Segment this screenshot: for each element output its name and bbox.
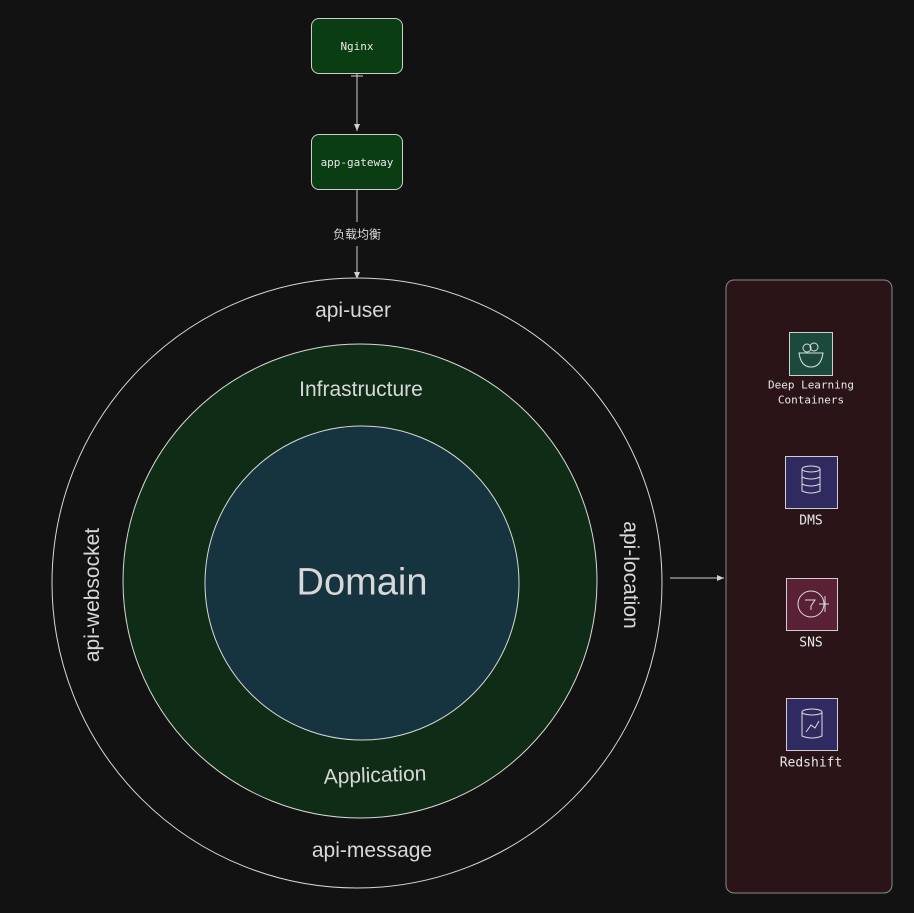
ring-label-api-websocket: api-websocket bbox=[81, 527, 104, 663]
deep-learning-containers-icon[interactable] bbox=[789, 332, 833, 376]
ring-label-api-location: api-location bbox=[619, 521, 642, 629]
app-gateway-label: app-gateway bbox=[320, 155, 394, 169]
database-icon[interactable] bbox=[785, 456, 838, 509]
service-label-dlc-line2: Containers bbox=[777, 393, 845, 407]
nginx-node[interactable]: Nginx bbox=[311, 18, 403, 74]
edge-label-load-balancing: 负载均衡 bbox=[332, 225, 382, 243]
service-label-dms: DMS bbox=[799, 513, 823, 529]
redshift-icon[interactable] bbox=[786, 698, 838, 751]
service-label-redshift: Redshift bbox=[779, 755, 843, 771]
service-label-sns: SNS bbox=[799, 635, 823, 651]
service-label-dlc-line1: Deep Learning bbox=[767, 378, 855, 392]
nginx-label: Nginx bbox=[340, 39, 374, 53]
core-label-domain: Domain bbox=[296, 561, 428, 604]
sns-icon[interactable] bbox=[786, 578, 838, 631]
ring-label-api-message: api-message bbox=[311, 839, 433, 862]
app-gateway-node[interactable]: app-gateway bbox=[311, 134, 403, 190]
ring-label-application: Application bbox=[323, 762, 427, 789]
ring-label-infrastructure: Infrastructure bbox=[299, 378, 423, 401]
domain-core bbox=[204, 425, 520, 741]
ring-label-api-user: api-user bbox=[315, 299, 391, 322]
